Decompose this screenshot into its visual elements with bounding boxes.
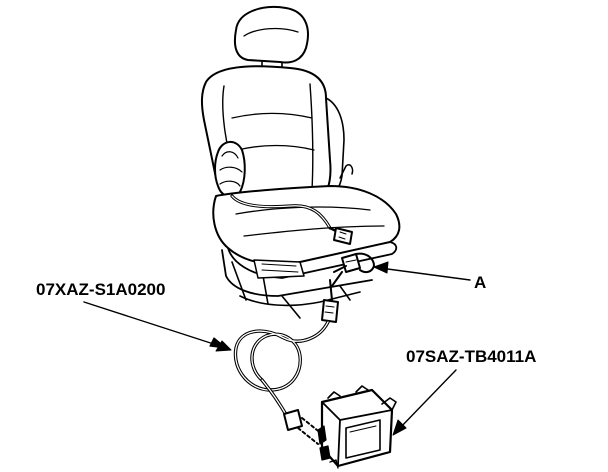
connector-a-callout-label: A	[474, 273, 487, 292]
leader-tester	[392, 369, 457, 436]
tester-box	[317, 385, 397, 469]
seat-illustration	[200, 6, 401, 319]
seat-cushion	[212, 185, 401, 279]
side-module	[214, 141, 246, 198]
leader-connector-a	[373, 261, 471, 281]
leader-harness	[83, 301, 232, 352]
seat-connector	[333, 227, 353, 245]
tester-part-number-label: 07SAZ-TB4011A	[406, 347, 537, 366]
harness-part-number-label: 07XAZ-S1A0200	[36, 280, 166, 299]
seat-frame	[221, 163, 373, 319]
adapter-harness	[233, 265, 347, 445]
connector-a	[341, 252, 375, 274]
headrest	[233, 6, 309, 75]
